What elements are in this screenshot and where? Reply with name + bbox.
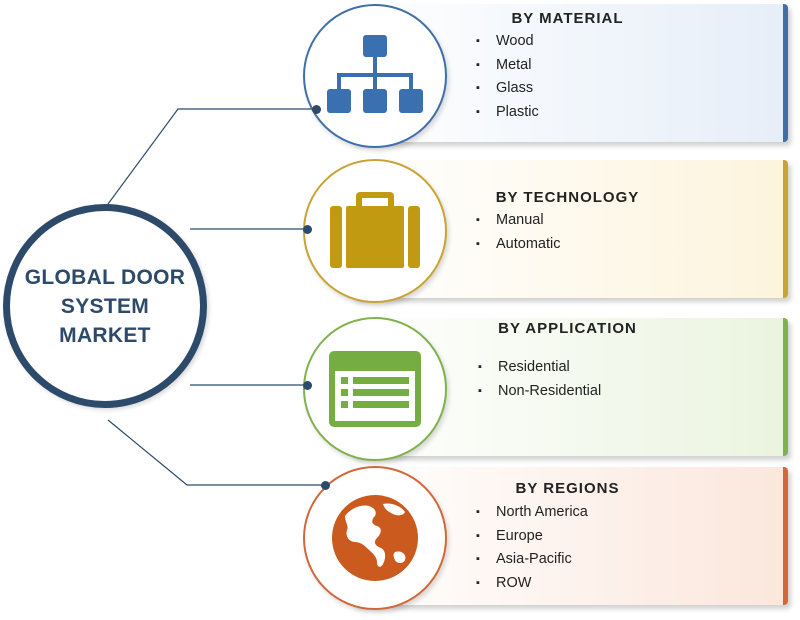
panel-title-technology: BY TECHNOLOGY [495, 189, 640, 206]
connector-dot-material [312, 105, 321, 114]
application-icon-circle [303, 317, 447, 461]
list-item: Europe [476, 525, 588, 549]
connector-dot-technology [303, 225, 312, 234]
list-item: Non-Residential [478, 380, 601, 404]
list-item: Asia-Pacific [476, 548, 588, 572]
list-window-icon [329, 351, 421, 427]
list-item: Plastic [476, 101, 539, 125]
globe-icon [332, 495, 418, 581]
hierarchy-icon [327, 35, 423, 113]
connector-material [107, 108, 316, 205]
application-list: Residential Non-Residential [478, 356, 601, 403]
regions-icon-circle [303, 466, 447, 610]
connector-dot-regions [321, 481, 330, 490]
list-item: Manual [476, 209, 560, 233]
list-item: Metal [476, 54, 539, 78]
panel-title-regions: BY REGIONS [515, 480, 620, 497]
list-item: Glass [476, 77, 539, 101]
briefcase-icon [330, 192, 420, 268]
material-list: Wood Metal Glass Plastic [476, 30, 539, 124]
panel-title-application: BY APPLICATION [498, 320, 637, 337]
connector-regions [107, 419, 326, 486]
list-item: Automatic [476, 233, 560, 257]
connector-dot-application [303, 381, 312, 390]
technology-list: Manual Automatic [476, 209, 560, 256]
list-item: Wood [476, 30, 539, 54]
hub-title: GLOBAL DOOR SYSTEM MARKET [24, 265, 186, 347]
material-icon-circle [303, 4, 447, 148]
global-door-system-market-hub: GLOBAL DOOR SYSTEM MARKET [3, 204, 207, 408]
regions-list: North America Europe Asia-Pacific ROW [476, 501, 588, 595]
panel-title-material: BY MATERIAL [511, 10, 624, 27]
list-item: ROW [476, 572, 588, 596]
list-item: North America [476, 501, 588, 525]
technology-icon-circle [303, 159, 447, 303]
list-item: Residential [478, 356, 601, 380]
